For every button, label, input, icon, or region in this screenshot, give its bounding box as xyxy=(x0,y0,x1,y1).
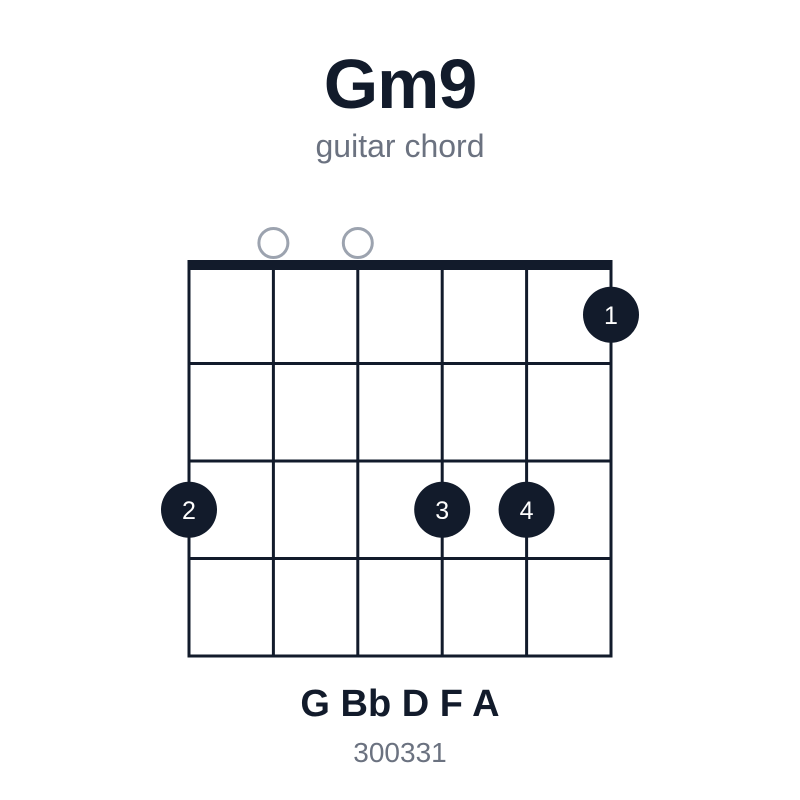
finger-number: 2 xyxy=(182,497,196,525)
finger-number: 1 xyxy=(604,302,618,330)
chord-name: Gm9 xyxy=(323,45,478,123)
open-string-marker xyxy=(257,227,290,259)
finger-number: 3 xyxy=(435,497,449,525)
finger-dot xyxy=(583,286,639,343)
chord-notes: G Bb D F A xyxy=(300,683,500,725)
finger-number: 4 xyxy=(520,497,534,525)
finger-dot xyxy=(414,481,471,538)
open-string-marker xyxy=(341,227,374,259)
finger-dot xyxy=(498,481,555,538)
chord-subtitle: guitar chord xyxy=(315,128,485,164)
finger-dot xyxy=(161,481,217,538)
chord-fingering-code: 300331 xyxy=(353,737,447,768)
nut xyxy=(187,260,613,270)
